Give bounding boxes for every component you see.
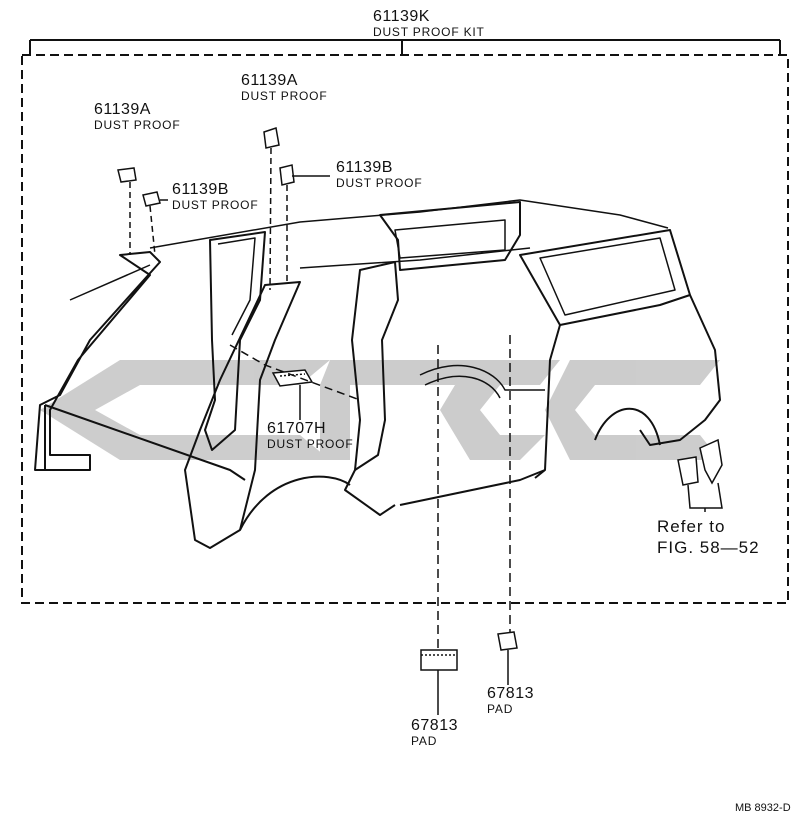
dust-proof-61139a-center xyxy=(263,127,280,149)
pad-67813-small xyxy=(497,631,518,651)
kit-name: DUST PROOF KIT xyxy=(373,25,485,39)
callout-part-name: DUST PROOF xyxy=(241,89,328,103)
kit-part-number: 61139K xyxy=(373,8,430,25)
drawing-code: MB 8932-D xyxy=(735,802,791,814)
callout-part-number: 61139A xyxy=(241,72,298,89)
callout-61139b-left: 61139B DUST PROOF xyxy=(172,181,259,212)
callout-part-number: 61139B xyxy=(336,159,393,176)
kit-bracket xyxy=(29,39,781,55)
callout-part-name: DUST PROOF xyxy=(336,176,423,190)
callout-67813-large: 67813 PAD xyxy=(411,717,458,748)
dust-proof-61139a-left xyxy=(117,167,137,183)
kit-boundary xyxy=(21,54,789,604)
reference-line-2: FIG. 58—52 xyxy=(657,538,760,558)
dust-proof-61139b-left xyxy=(142,191,161,207)
callout-61139b-center: 61139B DUST PROOF xyxy=(336,159,423,190)
callout-part-name: PAD xyxy=(487,702,514,716)
dust-proof-parts xyxy=(117,127,723,671)
callout-part-name: DUST PROOF xyxy=(172,198,259,212)
reference-line-1: Refer to xyxy=(657,517,726,536)
dust-proof-61139b-center xyxy=(279,164,295,186)
kit-callout: 61139K DUST PROOF KIT xyxy=(373,8,485,39)
callout-part-name: PAD xyxy=(411,734,438,748)
callout-67813-small: 67813 PAD xyxy=(487,685,534,716)
pad-67813-large xyxy=(420,649,458,671)
callout-part-name: DUST PROOF xyxy=(94,118,181,132)
callout-part-number: 67813 xyxy=(411,717,458,734)
callout-part-number: 61139A xyxy=(94,101,151,118)
callout-part-number: 61707H xyxy=(267,420,327,437)
callout-part-name: DUST PROOF xyxy=(267,437,354,451)
callout-part-number: 67813 xyxy=(487,685,534,702)
callout-61707h: 61707H DUST PROOF xyxy=(267,420,354,451)
callout-part-number: 61139B xyxy=(172,181,229,198)
vehicle-body xyxy=(34,199,721,549)
dust-proof-61707h xyxy=(271,369,314,387)
figure-reference: Refer to FIG. 58—52 xyxy=(657,516,760,559)
leader-lines xyxy=(129,147,723,715)
callout-61139a-left: 61139A DUST PROOF xyxy=(94,101,181,132)
callout-61139a-center: 61139A DUST PROOF xyxy=(241,72,328,103)
